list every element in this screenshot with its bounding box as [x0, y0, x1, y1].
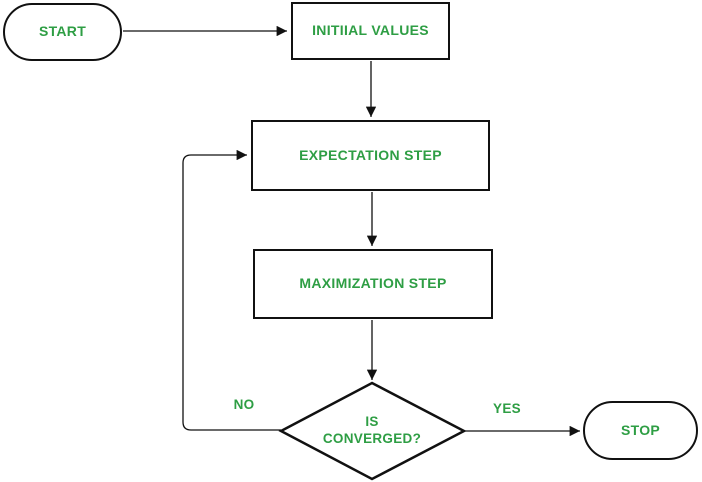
- node-expectation-step: EXPECTATION STEP: [251, 120, 490, 191]
- edge-label-yes: YES: [493, 401, 521, 416]
- node-initial-values: INITIIAL VALUES: [291, 2, 450, 60]
- node-maximization-step: MAXIMIZATION STEP: [253, 249, 493, 319]
- node-start: START: [3, 3, 122, 61]
- arrow-decision-to-expectation-no-loop: [182, 149, 281, 431]
- node-stop: STOP: [583, 401, 698, 460]
- node-decision-is-converged-label: IS CONVERGED?: [322, 414, 422, 446]
- decision-diamond-shape: [278, 381, 467, 481]
- edge-label-no: NO: [233, 397, 255, 412]
